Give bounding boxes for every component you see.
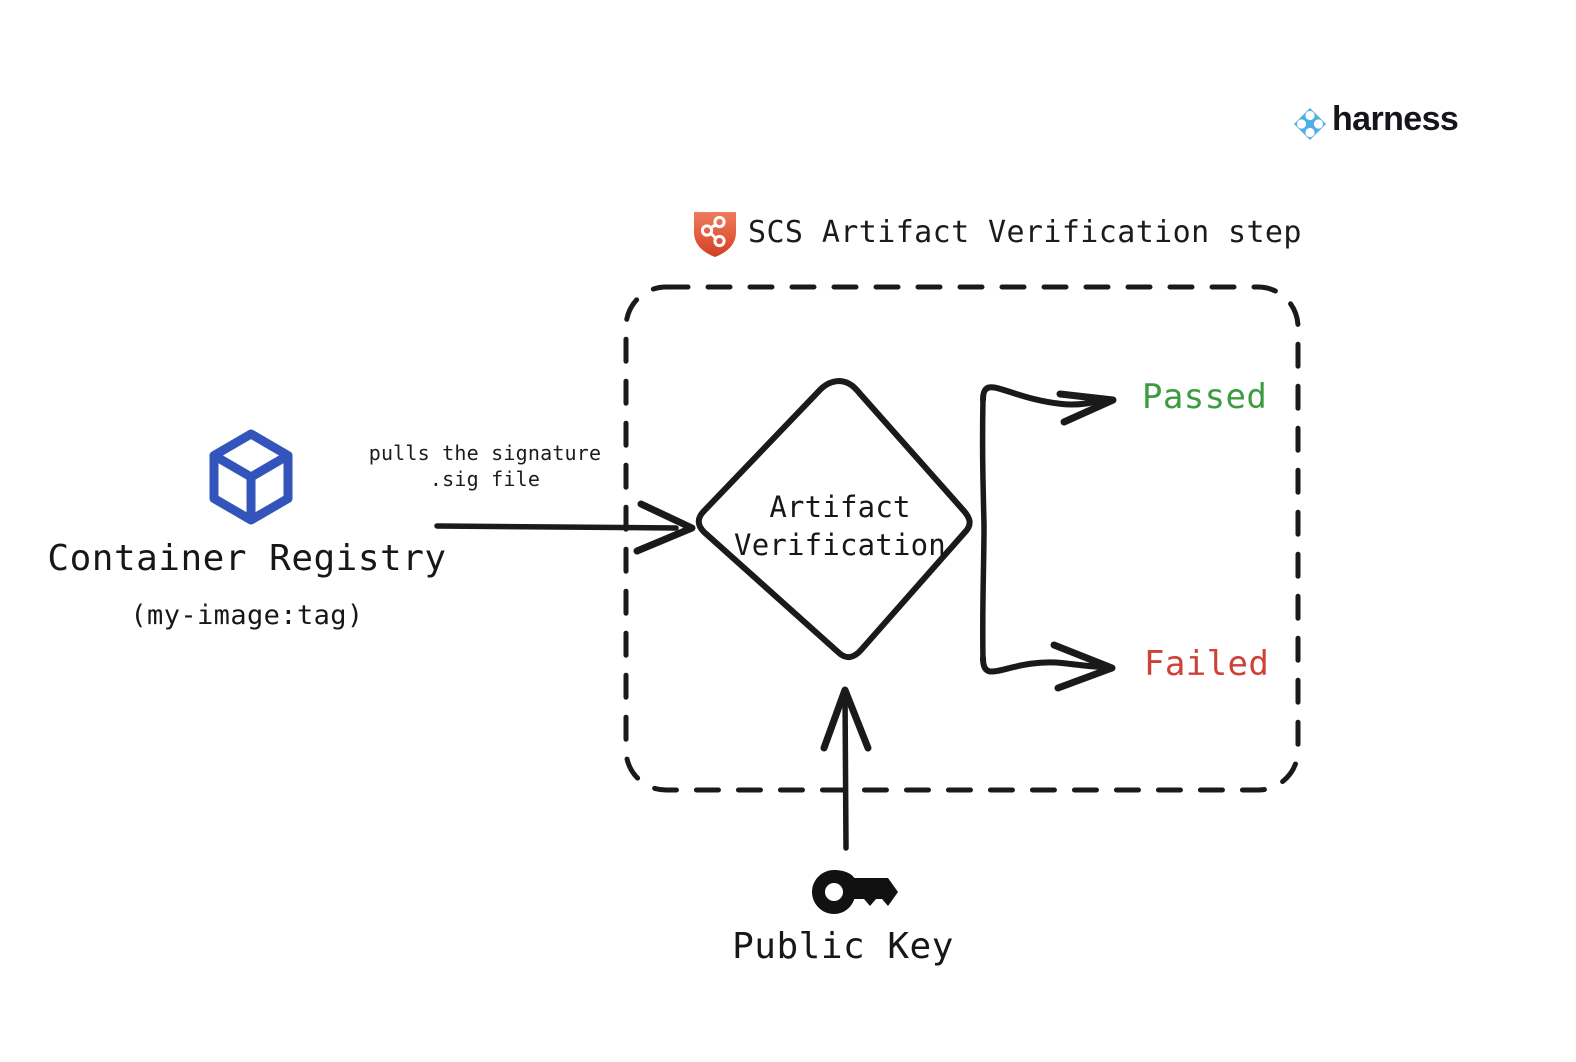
edge-note-pulls-signature: pulls the signature .sig file xyxy=(352,440,618,492)
edge-note-line2: .sig file xyxy=(429,467,541,491)
step-title-text: SCS Artifact Verification step xyxy=(748,214,1302,250)
arrow-registry-to-verification xyxy=(434,500,696,555)
step-title-icon-spacer xyxy=(690,208,734,256)
container-cube-icon xyxy=(209,429,293,525)
harness-wordmark: harness xyxy=(1332,100,1459,138)
public-key-label: Public Key xyxy=(732,926,954,967)
container-registry-sublabel: (my-image:tag) xyxy=(130,600,364,631)
artifact-verification-label-line2: Verification xyxy=(734,528,946,562)
scs-shield-icon xyxy=(694,212,736,257)
branch-splitter xyxy=(979,395,987,663)
container-registry-label: Container Registry xyxy=(47,538,447,579)
scs-step-container-box xyxy=(623,284,1301,793)
harness-logo-icon xyxy=(1294,108,1326,140)
artifact-verification-label-line1: Artifact xyxy=(769,490,911,524)
artifact-verification-diamond xyxy=(695,378,973,660)
step-title: SCS Artifact Verification step xyxy=(690,208,1302,256)
outcome-passed-label: Passed xyxy=(1142,377,1268,417)
arrow-verification-to-failed xyxy=(980,641,1116,692)
harness-brand: harness xyxy=(1290,100,1459,139)
outcome-failed-label: Failed xyxy=(1144,644,1270,684)
arrow-verification-to-passed xyxy=(980,384,1117,426)
edge-note-line1: pulls the signature xyxy=(368,441,602,465)
artifact-verification-label: Artifact Verification xyxy=(700,488,980,564)
arrow-publickey-to-verification xyxy=(820,686,872,851)
key-icon xyxy=(812,870,898,914)
